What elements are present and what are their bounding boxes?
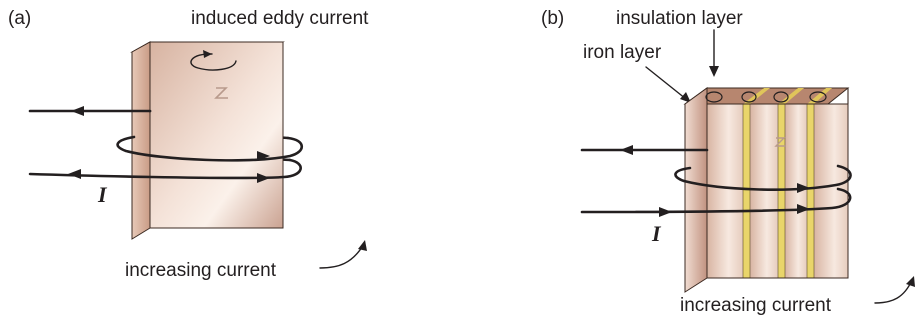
iron-slab-1 <box>707 104 743 278</box>
eddy-loop-1 <box>705 91 723 103</box>
insulation-top-3 <box>807 88 832 104</box>
coil-b-arrow-2 <box>797 204 810 214</box>
block-b-side <box>684 87 708 293</box>
increasing-arrow-b <box>874 279 913 304</box>
insulation-strip-1 <box>742 103 751 279</box>
eddy-current-label: induced eddy current <box>191 8 369 29</box>
current-symbol-b: I <box>651 221 662 246</box>
increasing-current-label-a: increasing current <box>125 260 277 281</box>
eddy-loop-arrowhead <box>203 50 212 58</box>
coil-b-in-arrow <box>659 207 672 217</box>
panel-a: (a) induced eddy current I increasing cu… <box>8 8 369 281</box>
iron-slab-2 <box>750 104 778 278</box>
coil-a-arrow-1 <box>257 151 270 161</box>
insulation-leader-arrow <box>709 66 719 77</box>
increasing-current-label-b: increasing current <box>680 295 832 316</box>
increasing-arrow-a <box>319 243 365 269</box>
coil-b-front-lower <box>580 187 852 214</box>
eddy-loop-4 <box>809 91 827 103</box>
coil-a-arrow-3 <box>68 169 81 179</box>
insulation-layer-label: insulation layer <box>616 8 743 29</box>
coil-b-arrow-1 <box>797 183 810 193</box>
panel-a-tag: (a) <box>8 8 31 29</box>
solid-iron-block <box>130 41 285 240</box>
insulation-strip-3 <box>806 103 815 279</box>
block-a-side <box>131 41 151 240</box>
panel-b: (b) insulation layer iron layer <box>541 8 915 316</box>
iron-layer-label: iron layer <box>583 42 662 63</box>
block-b-front-outline <box>706 103 849 279</box>
lead-b-out-arrow <box>620 145 633 155</box>
coil-a-front-lower <box>28 158 302 180</box>
insulation-strip-2 <box>777 103 786 279</box>
insulation-top-1 <box>743 88 770 104</box>
coil-b-front-upper <box>674 164 852 191</box>
increasing-arrowhead-a <box>358 240 367 251</box>
iron-leader <box>645 66 687 100</box>
eddy-loop-3 <box>773 91 789 103</box>
block-a-front <box>149 41 284 229</box>
eddy-loop-arrow <box>190 53 237 71</box>
pole-mark-b <box>774 137 786 147</box>
iron-slab-3 <box>785 104 807 278</box>
insulation-top-2 <box>778 88 804 104</box>
laminated-iron-block <box>683 87 850 293</box>
pole-mark-a <box>214 87 228 99</box>
increasing-arrowhead-b <box>906 276 915 287</box>
iron-leader-arrow <box>680 92 691 103</box>
current-symbol-a: I <box>97 182 108 207</box>
panel-b-tag: (b) <box>541 8 564 29</box>
coil-a-front-upper <box>116 135 304 162</box>
lead-a-out-arrow <box>71 106 84 116</box>
eddy-loop-2 <box>741 91 757 103</box>
coil-a-arrow-2 <box>257 173 270 183</box>
